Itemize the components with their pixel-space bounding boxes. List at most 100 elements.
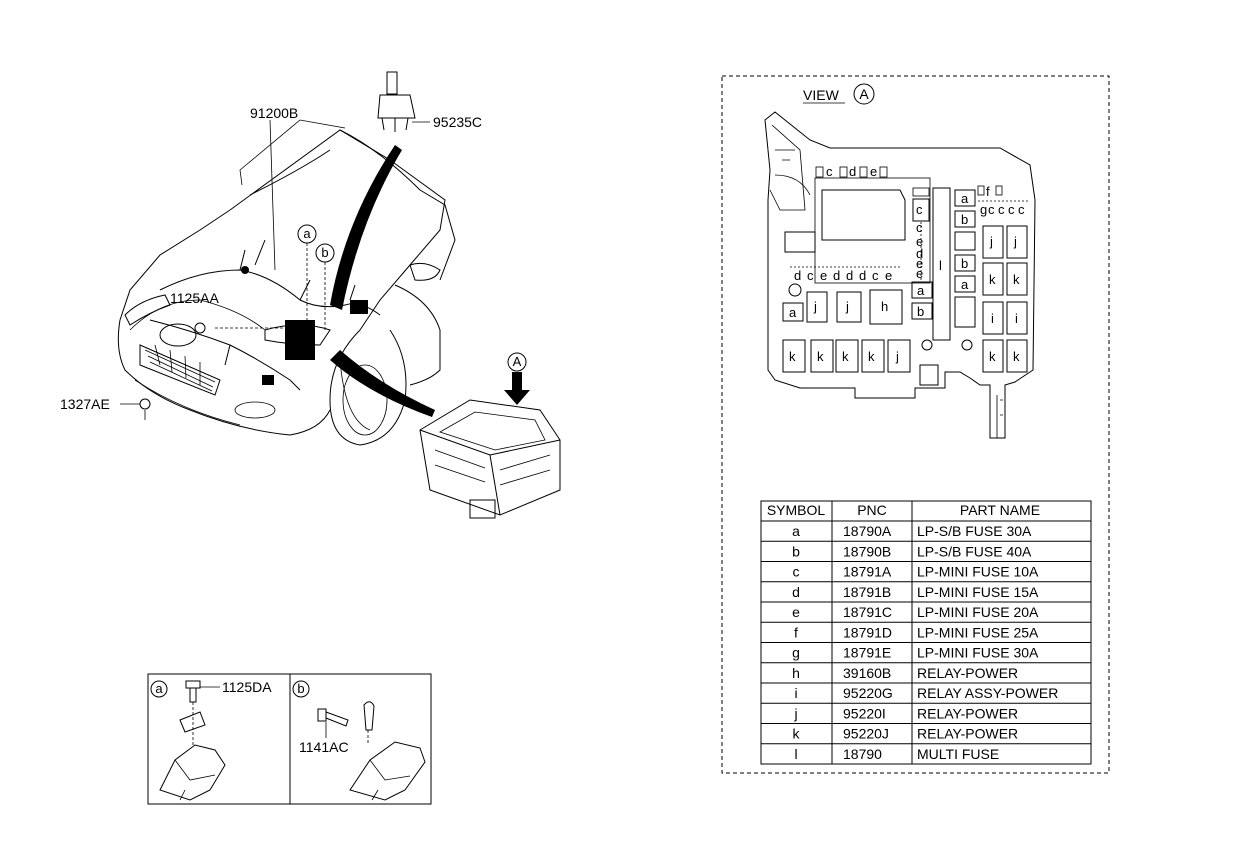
table-cell-symbol: g	[792, 645, 800, 661]
table-cell-part-name: MULTI FUSE	[917, 746, 999, 762]
slot-j-1: j	[813, 299, 817, 314]
table-header-symbol: SYMBOL	[767, 502, 826, 518]
slot-b-center: b	[917, 304, 924, 319]
fusebox-top-view	[764, 111, 1036, 439]
fuse-row-d4: d	[859, 268, 866, 283]
slot-k-r2: k	[1013, 272, 1020, 287]
fuse-right-c3: c	[1008, 202, 1015, 217]
fuse-col-e3: e	[916, 266, 923, 281]
label-1327AE: 1327AE	[60, 396, 110, 412]
table-cell-part-name: LP-MINI FUSE 10A	[917, 564, 1039, 580]
table-row: a 18790A LP-S/B FUSE 30A	[792, 523, 1032, 539]
fuse-col-d: d	[916, 246, 923, 261]
fuse-col-e1: e	[916, 234, 923, 249]
fuse-col-e2: e	[916, 256, 923, 271]
slot-a-center: a	[917, 283, 925, 298]
slot-i-r1: i	[991, 311, 994, 326]
slot-b-mid: b	[961, 256, 968, 271]
label-91200B: 91200B	[250, 105, 298, 121]
table-cell-pnc: 18791C	[843, 604, 892, 620]
table-cell-pnc: 39160B	[843, 665, 891, 681]
detail-marker-a: a	[155, 681, 163, 696]
fuse-top-c: c	[826, 164, 833, 179]
table-cell-pnc: 95220J	[843, 726, 889, 742]
view-title-marker: A	[859, 86, 869, 102]
marker-b-car: b	[321, 245, 328, 260]
fuse-right-c2: c	[998, 202, 1005, 217]
table-header-part-name: PART NAME	[960, 502, 1040, 518]
table-cell-part-name: LP-S/B FUSE 40A	[917, 543, 1032, 559]
table-row: i 95220G RELAY ASSY-POWER	[794, 685, 1058, 701]
car-illustration	[117, 119, 456, 446]
detail-box: a b 1125DA 1141AC	[147, 673, 432, 805]
table-cell-symbol: a	[792, 523, 800, 539]
table-cell-pnc: 18790B	[843, 543, 891, 559]
slot-j-r2: j	[1013, 234, 1017, 249]
table-row: f 18791D LP-MINI FUSE 25A	[794, 624, 1039, 640]
label-1125DA: 1125DA	[222, 679, 272, 695]
table-cell-pnc: 18790	[843, 746, 882, 762]
label-95235C: 95235C	[433, 114, 482, 130]
slot-k-b1: k	[789, 349, 796, 364]
table-cell-part-name: LP-S/B FUSE 30A	[917, 523, 1032, 539]
table-cell-symbol: e	[792, 604, 800, 620]
view-title: VIEW	[803, 87, 840, 103]
slot-h: h	[881, 299, 888, 314]
table-cell-part-name: LP-MINI FUSE 25A	[917, 624, 1039, 640]
slot-l: l	[939, 258, 942, 273]
marker-a-car: a	[303, 226, 311, 241]
slot-i-r2: i	[1015, 311, 1018, 326]
label-1125AA: 1125AA	[170, 290, 219, 306]
table-cell-symbol: h	[792, 665, 800, 681]
fuse-row-e1: e	[820, 268, 827, 283]
table-cell-pnc: 18790A	[843, 523, 892, 539]
table-row: c 18791A LP-MINI FUSE 10A	[793, 564, 1040, 580]
table-cell-part-name: RELAY-POWER	[917, 726, 1018, 742]
fuse-col-c2: c	[916, 220, 923, 235]
label-1141AC: 1141AC	[299, 739, 349, 755]
fuse-right-f: f	[986, 184, 990, 199]
view-marker-a: A	[513, 354, 522, 369]
table-cell-pnc: 95220G	[843, 685, 893, 701]
table-cell-pnc: 18791D	[843, 624, 892, 640]
slot-j-2: j	[845, 299, 849, 314]
slot-k-r4: k	[1013, 349, 1020, 364]
table-cell-symbol: j	[793, 705, 797, 721]
fuse-right-c1: c	[988, 202, 995, 217]
fuse-top-d: d	[849, 164, 856, 179]
fuse-row-e2: e	[885, 268, 892, 283]
table-cell-pnc: 18791A	[843, 564, 892, 580]
slot-k-r1: k	[989, 272, 996, 287]
fuse-top-e: e	[870, 164, 877, 179]
table-cell-symbol: i	[794, 685, 797, 701]
table-cell-part-name: LP-MINI FUSE 30A	[917, 645, 1039, 661]
table-row: k 95220J RELAY-POWER	[793, 726, 1019, 742]
fuse-row-c1: c	[807, 268, 814, 283]
fuse-row-d1: d	[794, 268, 801, 283]
slot-k-r3: k	[989, 349, 996, 364]
fuse-right-g: g	[980, 202, 987, 217]
table-row: g 18791E LP-MINI FUSE 30A	[792, 645, 1039, 661]
table-cell-symbol: k	[793, 726, 801, 742]
fuse-row-c2: c	[872, 268, 879, 283]
table-cell-symbol: f	[794, 624, 798, 640]
table-cell-symbol: c	[793, 564, 800, 580]
table-cell-part-name: RELAY ASSY-POWER	[917, 685, 1058, 701]
slot-b-top: b	[961, 212, 968, 227]
slot-j-b5: j	[895, 349, 899, 364]
relay-bracket	[377, 71, 430, 132]
slot-k-b3: k	[842, 349, 849, 364]
fusebox-3d	[419, 399, 561, 519]
table-cell-part-name: LP-MINI FUSE 15A	[917, 584, 1039, 600]
slot-k-b2: k	[817, 349, 824, 364]
table-cell-symbol: l	[794, 746, 797, 762]
table-row: l 18790 MULTI FUSE	[794, 746, 999, 762]
detail-marker-b: b	[297, 681, 304, 696]
table-cell-part-name: RELAY-POWER	[917, 665, 1018, 681]
table-cell-pnc: 18791E	[843, 645, 891, 661]
